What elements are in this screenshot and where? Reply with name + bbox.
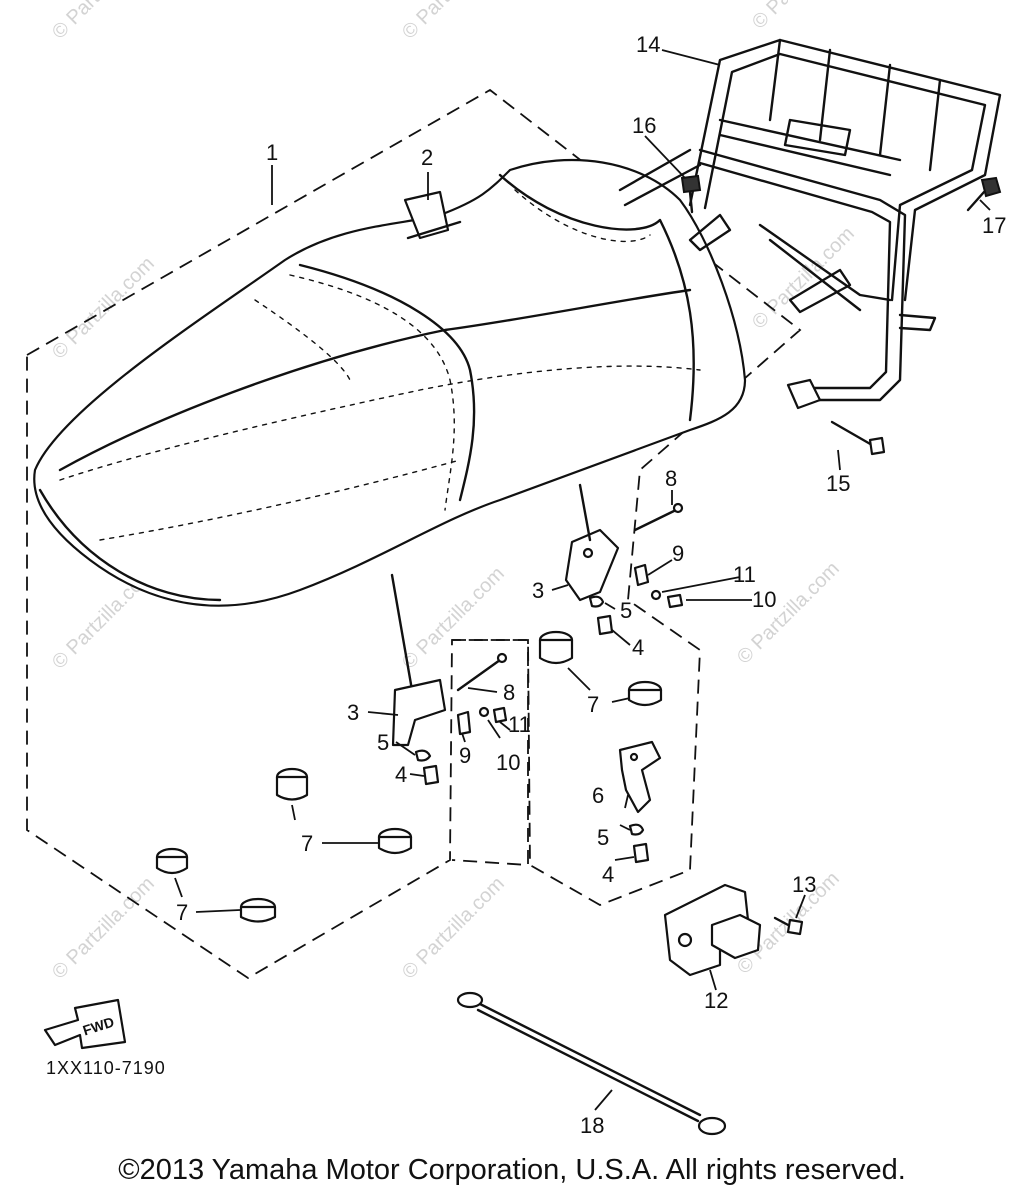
callout-2: 2 — [421, 145, 433, 170]
callout-13: 13 — [792, 872, 816, 897]
watermark: © Partzilla.com — [48, 253, 159, 364]
callout-3a: 3 — [532, 578, 544, 603]
callout-10b: 10 — [496, 750, 520, 775]
callout-8b: 8 — [503, 680, 515, 705]
callout-9a: 9 — [672, 541, 684, 566]
callout-8a: 8 — [665, 466, 677, 491]
seat — [33, 158, 747, 607]
callout-16: 16 — [632, 113, 656, 138]
callout-7b: 7 — [301, 831, 313, 856]
callout-11b: 11 — [508, 712, 531, 737]
damper-7e — [155, 847, 189, 875]
callout-6: 6 — [592, 783, 604, 808]
callouts: 1 2 14 16 17 15 8 9 11 10 3 5 4 7 3 8 11… — [46, 32, 1006, 1138]
damper-7c — [275, 767, 309, 801]
callout-7a: 7 — [587, 692, 599, 717]
bolt-16 — [680, 174, 702, 214]
callout-5c: 5 — [597, 825, 609, 850]
damper-7f — [239, 897, 277, 923]
watermark: © Partzilla.com — [398, 563, 509, 674]
watermark: © Partzilla.com — [48, 873, 159, 984]
damper-7a — [538, 630, 574, 665]
bolt-17 — [966, 176, 1002, 212]
callout-5a: 5 — [620, 598, 632, 623]
callout-14: 14 — [636, 32, 660, 57]
seat-assembly-outline — [26, 88, 802, 980]
callout-4a: 4 — [632, 635, 644, 660]
grab-rail — [618, 38, 1002, 410]
fwd-arrow: FWD — [43, 998, 127, 1050]
watermark: © Partzilla.com — [748, 223, 859, 334]
damper-7d — [377, 827, 413, 855]
callout-4b: 4 — [395, 762, 407, 787]
copyright-notice: ©2013 Yamaha Motor Corporation, U.S.A. A… — [118, 1154, 906, 1186]
watermark: © Partzilla.com — [748, 0, 859, 34]
watermark: © Partzilla.com — [398, 0, 509, 44]
seat-cable — [456, 991, 727, 1136]
callout-5b: 5 — [377, 730, 389, 755]
hinge-right — [564, 483, 684, 636]
callout-9b: 9 — [459, 743, 471, 768]
seat-lock — [663, 883, 804, 977]
callout-15: 15 — [826, 471, 850, 496]
diagram-code: 1XX110-7190 — [46, 1058, 166, 1078]
callout-7c: 7 — [176, 900, 188, 925]
callout-10a: 10 — [752, 587, 776, 612]
callout-3b: 3 — [347, 700, 359, 725]
watermark: © Partzilla.com — [398, 873, 509, 984]
watermark: © Partzilla.com — [48, 0, 159, 44]
hinge-left-outline — [451, 639, 529, 866]
hinge-left — [390, 573, 508, 786]
callout-17: 17 — [982, 213, 1006, 238]
bolt-15 — [830, 420, 886, 456]
callout-1: 1 — [266, 140, 278, 165]
callout-18: 18 — [580, 1113, 604, 1138]
callout-11a: 11 — [733, 562, 756, 587]
leader-lines — [174, 49, 991, 1111]
callout-4c: 4 — [602, 862, 614, 887]
latch-hook — [618, 740, 662, 864]
damper-7b — [627, 680, 663, 707]
callout-12: 12 — [704, 988, 728, 1013]
